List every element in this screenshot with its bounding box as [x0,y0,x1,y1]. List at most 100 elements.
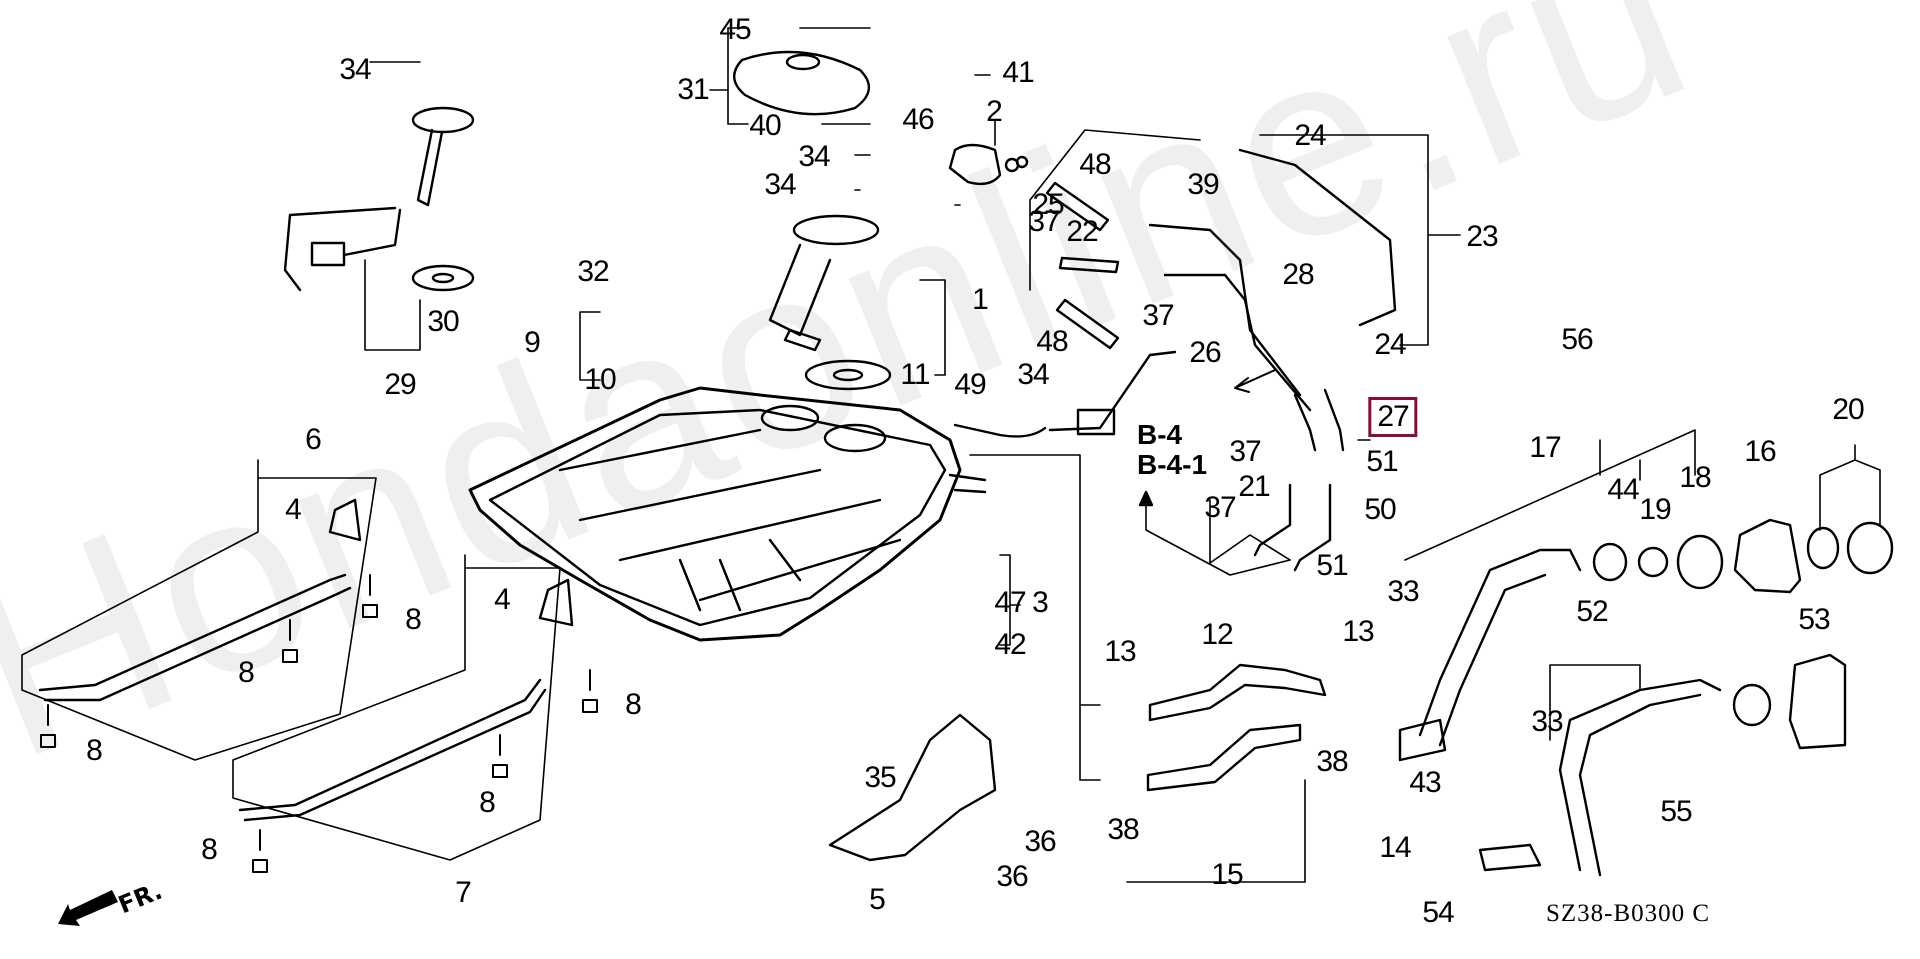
callout-22[interactable]: 22 [1066,215,1098,248]
callout-38[interactable]: 38 [1316,745,1348,778]
bolt-icon [40,574,598,873]
callout-8[interactable]: 8 [238,656,255,689]
callout-52[interactable]: 52 [1576,595,1608,628]
callout-23[interactable]: 23 [1466,220,1498,253]
hose-22-icon [1058,256,1120,274]
callout-34[interactable]: 34 [764,168,796,201]
callout-4[interactable]: 4 [494,583,511,616]
callout-4[interactable]: 4 [285,493,302,526]
callout-32[interactable]: 32 [577,255,609,288]
line-26-icon [1048,350,1177,432]
callout-24[interactable]: 24 [1294,119,1326,152]
callout-44[interactable]: 44 [1607,473,1639,506]
fuel-tank-icon [468,386,987,642]
callout-37[interactable]: 37 [1142,299,1174,332]
callout-14[interactable]: 14 [1379,831,1411,864]
callout-13[interactable]: 13 [1104,635,1136,668]
callout-46[interactable]: 46 [902,103,934,136]
callout-24[interactable]: 24 [1374,328,1406,361]
callout-45[interactable]: 45 [719,13,751,46]
callout-15[interactable]: 15 [1211,858,1243,891]
callout-54[interactable]: 54 [1422,896,1454,929]
filler-pipe-2-icon [1478,678,1772,877]
callout-13[interactable]: 13 [1342,615,1374,648]
base-53-icon [1788,653,1847,750]
base-16-icon [1733,518,1802,594]
callout-34[interactable]: 34 [798,140,830,173]
callout-50[interactable]: 50 [1364,493,1396,526]
callout-48[interactable]: 48 [1036,325,1068,358]
hose-15-icon [1146,723,1302,792]
callout-36[interactable]: 36 [1024,825,1056,858]
callout-30[interactable]: 30 [427,305,459,338]
callout-17[interactable]: 17 [1529,431,1561,464]
callout-48[interactable]: 48 [1079,148,1111,181]
front-direction-arrow-icon [58,890,118,926]
callout-29[interactable]: 29 [384,368,416,401]
callout-37[interactable]: 37 [1229,435,1261,468]
callout-5[interactable]: 5 [869,883,886,916]
callout-10[interactable]: 10 [584,363,616,396]
bracket-4-icon [328,498,362,542]
callout-35[interactable]: 35 [864,761,896,794]
callout-27-highlighted[interactable]: 27 [1368,397,1418,437]
callout-34[interactable]: 34 [1017,358,1049,391]
reference-label-b4[interactable]: B-4 [1137,419,1183,450]
strap-group-6-bracket [21,477,377,761]
callout-11[interactable]: 11 [900,358,930,391]
hose-49-icon [953,423,1047,438]
fuel-cap-icon [1846,521,1894,575]
leader-lines [257,27,1881,883]
gasket-19-icon [1637,546,1669,578]
callout-39[interactable]: 39 [1187,168,1219,201]
callout-20[interactable]: 20 [1832,393,1864,426]
callout-3[interactable]: 3 [1032,586,1049,619]
callout-37[interactable]: 37 [1204,491,1236,524]
heat-shield-icon [828,713,997,862]
callout-40[interactable]: 40 [749,109,781,142]
gasket-20-icon [1806,526,1840,570]
callout-36[interactable]: 36 [996,860,1028,893]
callout-6[interactable]: 6 [305,423,322,456]
callout-18[interactable]: 18 [1679,461,1711,494]
callout-55[interactable]: 55 [1660,795,1692,828]
callout-53[interactable]: 53 [1798,603,1830,636]
callout-16[interactable]: 16 [1744,435,1776,468]
hose-12-icon [1148,663,1327,722]
callout-41[interactable]: 41 [1002,56,1034,89]
callout-7[interactable]: 7 [455,876,472,909]
reference-label-b4-1[interactable]: B-4-1 [1137,449,1208,480]
callout-38[interactable]: 38 [1107,813,1139,846]
callout-56[interactable]: 56 [1561,323,1593,356]
callout-47[interactable]: 47 [994,586,1026,619]
callout-33[interactable]: 33 [1387,575,1419,608]
callout-49[interactable]: 49 [954,368,986,401]
tank-strap-icon [38,573,547,822]
callout-2[interactable]: 2 [986,95,1003,128]
callout-1[interactable]: 1 [972,283,989,316]
callout-34[interactable]: 34 [339,53,371,86]
callout-31[interactable]: 31 [677,73,709,106]
pressure-regulator-icon [948,143,1029,186]
callout-25[interactable]: 25 [1032,188,1064,221]
callout-8[interactable]: 8 [201,833,218,866]
callout-8[interactable]: 8 [86,734,103,767]
callout-9[interactable]: 9 [524,326,541,359]
callout-26[interactable]: 26 [1189,336,1221,369]
callout-51[interactable]: 51 [1316,549,1348,582]
callout-37[interactable]: 37 [1028,205,1060,238]
callout-28[interactable]: 28 [1282,258,1314,291]
callout-8[interactable]: 8 [405,603,422,636]
callout-8[interactable]: 8 [479,786,496,819]
callout-8[interactable]: 8 [625,688,642,721]
callout-12[interactable]: 12 [1201,618,1233,651]
filter-icon [1076,408,1116,436]
diagram-code: SZ38-B0300 C [1546,900,1711,927]
callout-42[interactable]: 42 [994,628,1026,661]
callout-51[interactable]: 51 [1366,445,1398,478]
callout-19[interactable]: 19 [1639,493,1671,526]
callout-21[interactable]: 21 [1238,470,1270,503]
callout-33[interactable]: 33 [1531,705,1563,738]
callout-43[interactable]: 43 [1409,766,1441,799]
